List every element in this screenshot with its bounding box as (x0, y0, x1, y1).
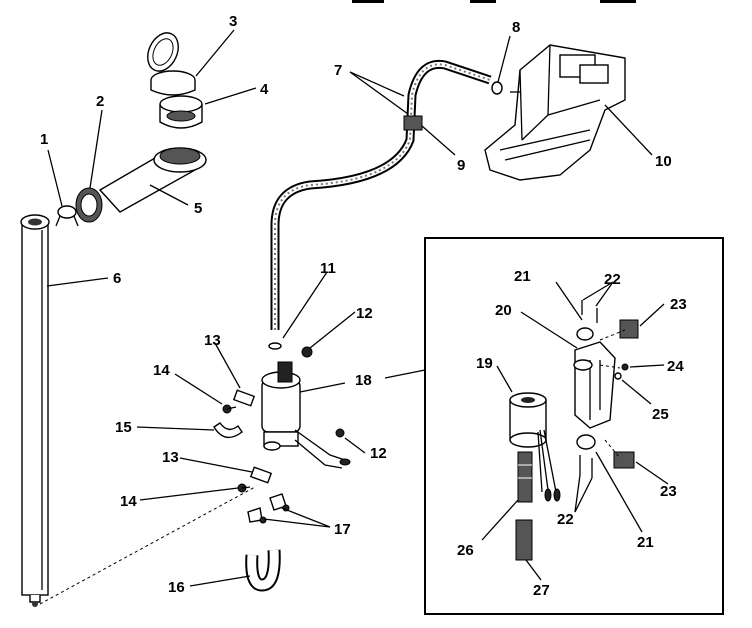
part-clamp (55, 205, 79, 227)
part-screw-14-upper (222, 404, 237, 414)
callout-11: 11 (320, 260, 336, 277)
leader-lines-left (46, 29, 653, 587)
inset-screws-upper (581, 300, 598, 323)
callout-8: 8 (512, 19, 520, 36)
part-u-tube (245, 549, 281, 592)
part-hose-ring (403, 115, 423, 131)
callout-13-upper: 13 (204, 332, 221, 349)
callout-7: 7 (334, 62, 342, 79)
callout-21-upper: 21 (514, 268, 531, 285)
callout-4: 4 (260, 81, 269, 98)
callout-9: 9 (457, 157, 465, 174)
part-coupling (75, 187, 103, 223)
callout-labels: 1 2 3 4 5 6 7 8 9 10 11 12 13 14 18 15 1… (40, 13, 687, 599)
inset-dashed-guides (599, 329, 626, 459)
callout-17: 17 (334, 521, 351, 538)
inset-terminal-lower (613, 451, 635, 469)
callout-22-upper: 22 (604, 271, 621, 288)
callout-18: 18 (355, 372, 372, 389)
inset-coil (509, 392, 561, 502)
part-tube (20, 214, 50, 607)
callout-14-lower: 14 (120, 493, 137, 510)
part-filter (159, 95, 203, 129)
callout-12-lower: 12 (370, 445, 387, 462)
part-funnel (98, 147, 207, 213)
inset-washer-25 (614, 372, 622, 380)
part-o-ring (268, 342, 282, 350)
part-screw-lower (335, 428, 345, 438)
callout-19: 19 (476, 355, 493, 372)
callout-12-upper: 12 (356, 305, 373, 322)
callout-20: 20 (495, 302, 512, 319)
callout-21-lower: 21 (637, 534, 654, 551)
inset-terminal-upper (619, 319, 639, 339)
inset-detail (384, 237, 724, 615)
callout-16: 16 (168, 579, 185, 596)
callout-26: 26 (457, 542, 474, 559)
part-cap (147, 32, 196, 96)
part-fittings (247, 493, 290, 524)
dashed-leader (39, 486, 256, 605)
callout-3: 3 (229, 13, 237, 30)
callout-10: 10 (655, 153, 672, 170)
part-dispenser-bracket (484, 44, 626, 181)
callout-5: 5 (194, 200, 202, 217)
inset-valve-bracket (573, 341, 616, 429)
callout-22-lower: 22 (557, 511, 574, 528)
part-hose (270, 59, 492, 330)
part-plate-upper (232, 389, 256, 407)
inset-grommet-upper (576, 327, 594, 341)
part-valve-assembly (261, 361, 351, 469)
callout-23-lower: 23 (660, 483, 677, 500)
callout-1: 1 (40, 131, 48, 148)
callout-14-upper: 14 (153, 362, 170, 379)
inset-screws-lower (579, 455, 593, 478)
part-screw-upper (301, 346, 313, 358)
top-edge-fragments (352, 0, 636, 3)
part-clip (491, 81, 503, 95)
callout-27: 27 (533, 582, 550, 599)
callout-13-lower: 13 (162, 449, 179, 466)
callout-25: 25 (652, 406, 669, 423)
part-bracket-half (213, 422, 243, 439)
inset-spring (515, 519, 533, 561)
inset-screw-24 (621, 363, 629, 371)
callout-23-upper: 23 (670, 296, 687, 313)
inset-grommet-lower (576, 434, 596, 450)
callout-15: 15 (115, 419, 132, 436)
callout-24: 24 (667, 358, 684, 375)
callout-6: 6 (113, 270, 121, 287)
inset-plunger (517, 451, 533, 503)
callout-2: 2 (96, 93, 104, 110)
leader-lines-inset (481, 281, 669, 581)
part-plate-lower (249, 466, 273, 484)
